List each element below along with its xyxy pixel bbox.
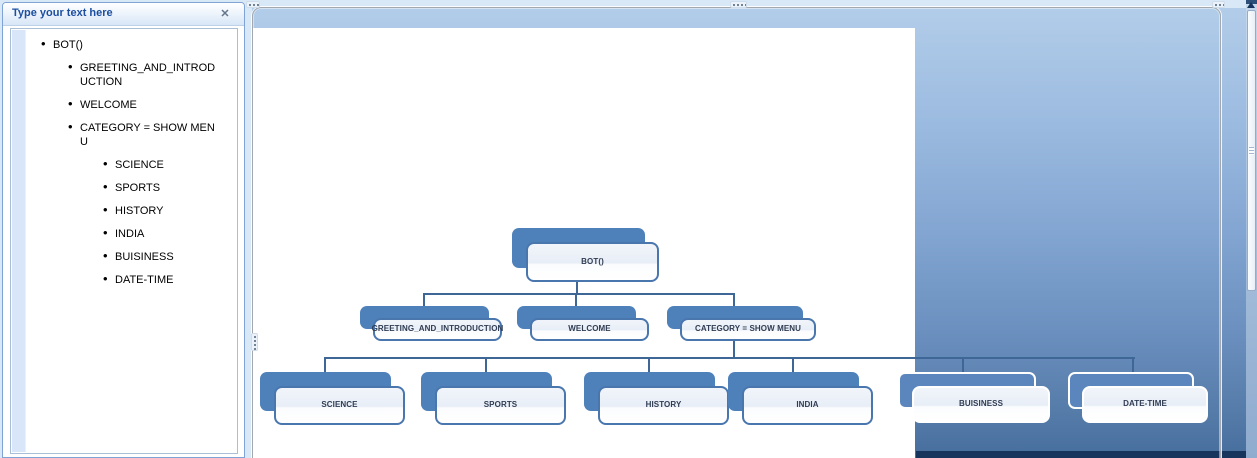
scrollbar-thumb[interactable]	[1247, 10, 1256, 291]
text-pane-outline-list: BOT() GREETING_AND_INTRODUCTION WELCOME CAT…	[11, 29, 237, 287]
connector-line	[324, 357, 1135, 359]
text-pane-item[interactable]: GREETING_AND_INTRODUCTION	[68, 60, 221, 89]
node-front-shape: BOT()	[526, 242, 659, 282]
connector-line	[792, 358, 794, 372]
node-front-shape: DATE-TIME	[1082, 386, 1208, 423]
text-pane-title: Type your text here	[12, 7, 113, 19]
org-node-buisiness[interactable]: BUISINESS	[898, 372, 1050, 423]
org-node-sports[interactable]: SPORTS	[421, 372, 566, 425]
text-pane-item[interactable]: INDIA	[103, 226, 237, 241]
node-front-shape: GREETING_AND_INTRODUCTION	[371, 318, 504, 341]
connector-line	[423, 293, 735, 295]
text-pane-content[interactable]: BOT() GREETING_AND_INTRODUCTION WELCOME CAT…	[10, 28, 238, 454]
text-pane-item[interactable]: SCIENCE	[103, 157, 237, 172]
connector-line	[575, 294, 577, 306]
scroll-up-arrow-icon	[1247, 2, 1255, 8]
text-pane-gutter	[12, 30, 26, 452]
org-node-science[interactable]: SCIENCE	[260, 372, 405, 425]
connector-line	[648, 358, 650, 372]
org-node-datetime[interactable]: DATE-TIME	[1068, 372, 1208, 423]
text-pane-item[interactable]: BOT()	[41, 37, 237, 52]
smartart-drawing-area: BOT() GREETING_AND_INTRODUCTION WELCOME CAT…	[245, 0, 1257, 458]
connector-line	[324, 358, 326, 372]
org-node-label: WELCOME	[568, 324, 611, 333]
text-pane-item[interactable]: CATEGORY = SHOW MENU	[68, 120, 221, 149]
org-node-label: SPORTS	[483, 400, 518, 409]
text-pane-item[interactable]: HISTORY	[103, 203, 237, 218]
text-pane-item[interactable]: SPORTS	[103, 180, 237, 195]
text-pane-titlebar: Type your text here ✕	[3, 3, 244, 26]
org-node-label: INDIA	[796, 400, 819, 409]
frame-handle-top-right[interactable]	[1212, 1, 1225, 8]
org-node-welcome[interactable]: WELCOME	[517, 306, 649, 341]
scrollbar-grip-icon	[1249, 147, 1254, 155]
node-front-shape: WELCOME	[530, 318, 649, 341]
text-pane-item[interactable]: BUISINESS	[103, 249, 237, 264]
node-front-shape: SPORTS	[435, 386, 566, 425]
node-front-shape: INDIA	[742, 386, 873, 425]
frame-handle-top-left[interactable]	[246, 1, 260, 8]
org-node-label: GREETING_AND_INTRODUCTION	[371, 324, 504, 333]
frame-handle-left-middle[interactable]	[251, 333, 258, 351]
org-node-greeting[interactable]: GREETING_AND_INTRODUCTION	[360, 306, 504, 341]
org-node-label: BUISINESS	[958, 399, 1004, 408]
org-node-label: SCIENCE	[321, 400, 358, 409]
vertical-scrollbar[interactable]	[1246, 0, 1257, 458]
text-pane: Type your text here ✕ BOT() GREETING_AND_…	[2, 2, 245, 458]
text-pane-item[interactable]: WELCOME	[68, 97, 221, 112]
connector-line	[962, 358, 964, 372]
frame-handle-top-middle[interactable]	[730, 1, 747, 8]
connector-line	[423, 294, 425, 306]
org-node-label: BOT()	[581, 256, 604, 266]
org-node-label: DATE-TIME	[1123, 399, 1167, 408]
org-node-label: HISTORY	[645, 400, 682, 409]
connector-line	[733, 340, 735, 359]
window-bottom-edge	[916, 451, 1257, 458]
node-front-shape: HISTORY	[598, 386, 729, 425]
org-node-category[interactable]: CATEGORY = SHOW MENU	[667, 306, 816, 341]
node-front-shape: BUISINESS	[912, 386, 1050, 423]
org-node-label: CATEGORY = SHOW MENU	[694, 324, 802, 333]
node-front-shape: CATEGORY = SHOW MENU	[680, 318, 816, 341]
connector-line	[1132, 358, 1134, 372]
org-node-india[interactable]: INDIA	[728, 372, 873, 425]
node-front-shape: SCIENCE	[274, 386, 405, 425]
text-pane-item[interactable]: DATE-TIME	[103, 272, 237, 287]
org-node-history[interactable]: HISTORY	[584, 372, 729, 425]
connector-line	[733, 294, 735, 306]
org-node-bot[interactable]: BOT()	[512, 228, 659, 282]
connector-line	[485, 358, 487, 372]
connector-line	[576, 282, 578, 294]
close-icon[interactable]: ✕	[220, 8, 230, 20]
